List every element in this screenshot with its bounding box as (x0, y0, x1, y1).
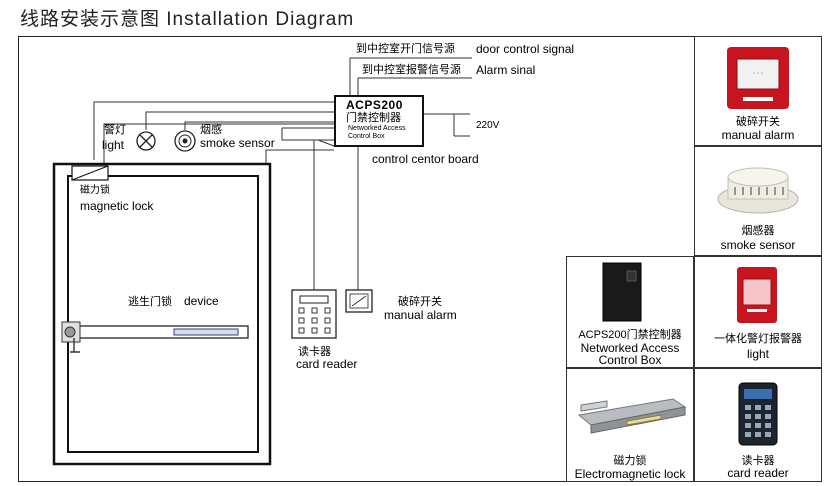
svg-text:◦ ◦ ◦: ◦ ◦ ◦ (753, 71, 763, 77)
manual-label-en: manual alarm (384, 308, 457, 322)
magnetic-lock-image (577, 398, 687, 434)
product-smoke-en: smoke sensor (720, 238, 796, 252)
smoke-sensor-icon (174, 130, 196, 152)
product-manual-alarm-en: manual alarm (721, 128, 795, 142)
power-wire (424, 113, 470, 137)
smoke-sensor-image (717, 167, 799, 214)
page-title: 线路安装示意图 Installation Diagram (20, 9, 355, 30)
product-reader-cn: 读卡器 (741, 455, 775, 467)
light-icon (136, 131, 156, 151)
reader-label-cn: 读卡器 (298, 346, 331, 358)
card-reader-icon (291, 289, 337, 339)
controller-model: ACPS200 (346, 98, 403, 112)
magnetic-lock-icon (71, 165, 109, 181)
lock-label-en: magnetic lock (80, 199, 154, 213)
product-reader-en: card reader (727, 466, 789, 480)
light-label-en: light (102, 138, 125, 152)
product-manual-alarm-cn: 破碎开关 (736, 116, 780, 128)
door-signal-en: door control signal (476, 42, 575, 56)
reader-wire (313, 139, 334, 292)
lock-wire (282, 127, 335, 147)
smoke-label-cn: 烟感 (200, 124, 222, 136)
product-cell-smoke-sensor: 烟感器 smoke sensor (694, 146, 822, 256)
control-board-label: control centor board (372, 152, 479, 166)
light-label-cn: 警灯 (104, 124, 126, 136)
power-label: 220V (476, 120, 500, 131)
product-smoke-cn: 烟感器 (741, 225, 775, 237)
door-graphic (52, 162, 272, 466)
smoke-wire (184, 121, 334, 130)
product-cell-card-reader: 读卡器 card reader (694, 368, 822, 482)
light-wire (93, 101, 334, 160)
manual-alarm-switch-icon (345, 289, 373, 313)
product-cell-light: 一体化警灯报警器 light (694, 256, 822, 368)
controller-name-cn: 门禁控制器 (346, 112, 401, 124)
alarm-light-image (737, 267, 777, 323)
exit-label-en: device (184, 294, 219, 308)
product-controller-cn: ACPS200门禁控制器 (578, 329, 682, 341)
product-light-cn: 一体化警灯报警器 (714, 333, 802, 345)
product-lock-cn: 磁力锁 (613, 455, 647, 467)
product-cell-manual-alarm: ◦ ◦ ◦ 破碎开关 manual alarm (694, 36, 822, 146)
manual-label-cn: 破碎开关 (398, 296, 442, 308)
exit-device-icon (61, 321, 249, 353)
controller-box: ACPS200 门禁控制器 Networked Access Control B… (334, 95, 424, 147)
manual-alarm-image: ◦ ◦ ◦ (727, 47, 789, 109)
alarm-signal-en: Alarm sinal (476, 63, 536, 77)
controller-name-en-1: Networked Access (348, 125, 406, 132)
product-light-en: light (746, 347, 769, 361)
product-cell-controller: ACPS200门禁控制器 Networked Access Control Bo… (566, 256, 694, 368)
controller-image (602, 262, 642, 322)
product-lock-en: Electromagnetic lock (574, 467, 686, 481)
alarm-signal-wire (357, 77, 472, 95)
exit-label-cn: 逃生门锁 (128, 296, 172, 308)
reader-label-en: card reader (296, 357, 358, 371)
product-controller-en: Networked Access (580, 341, 680, 355)
controller-name-en-2: Control Box (348, 133, 385, 140)
lock-label-cn: 磁力锁 (80, 185, 110, 196)
alarm-signal-cn: 到中控室报警信号源 (362, 64, 461, 76)
door-signal-wire (349, 57, 472, 95)
door-signal-cn: 到中控室开门信号源 (356, 43, 455, 55)
product-controller-en-2: Control Box (598, 353, 662, 367)
product-cell-magnetic-lock: 磁力锁 Electromagnetic lock (566, 368, 694, 482)
smoke-label-en: smoke sensor (200, 136, 275, 150)
card-reader-image (738, 382, 778, 446)
